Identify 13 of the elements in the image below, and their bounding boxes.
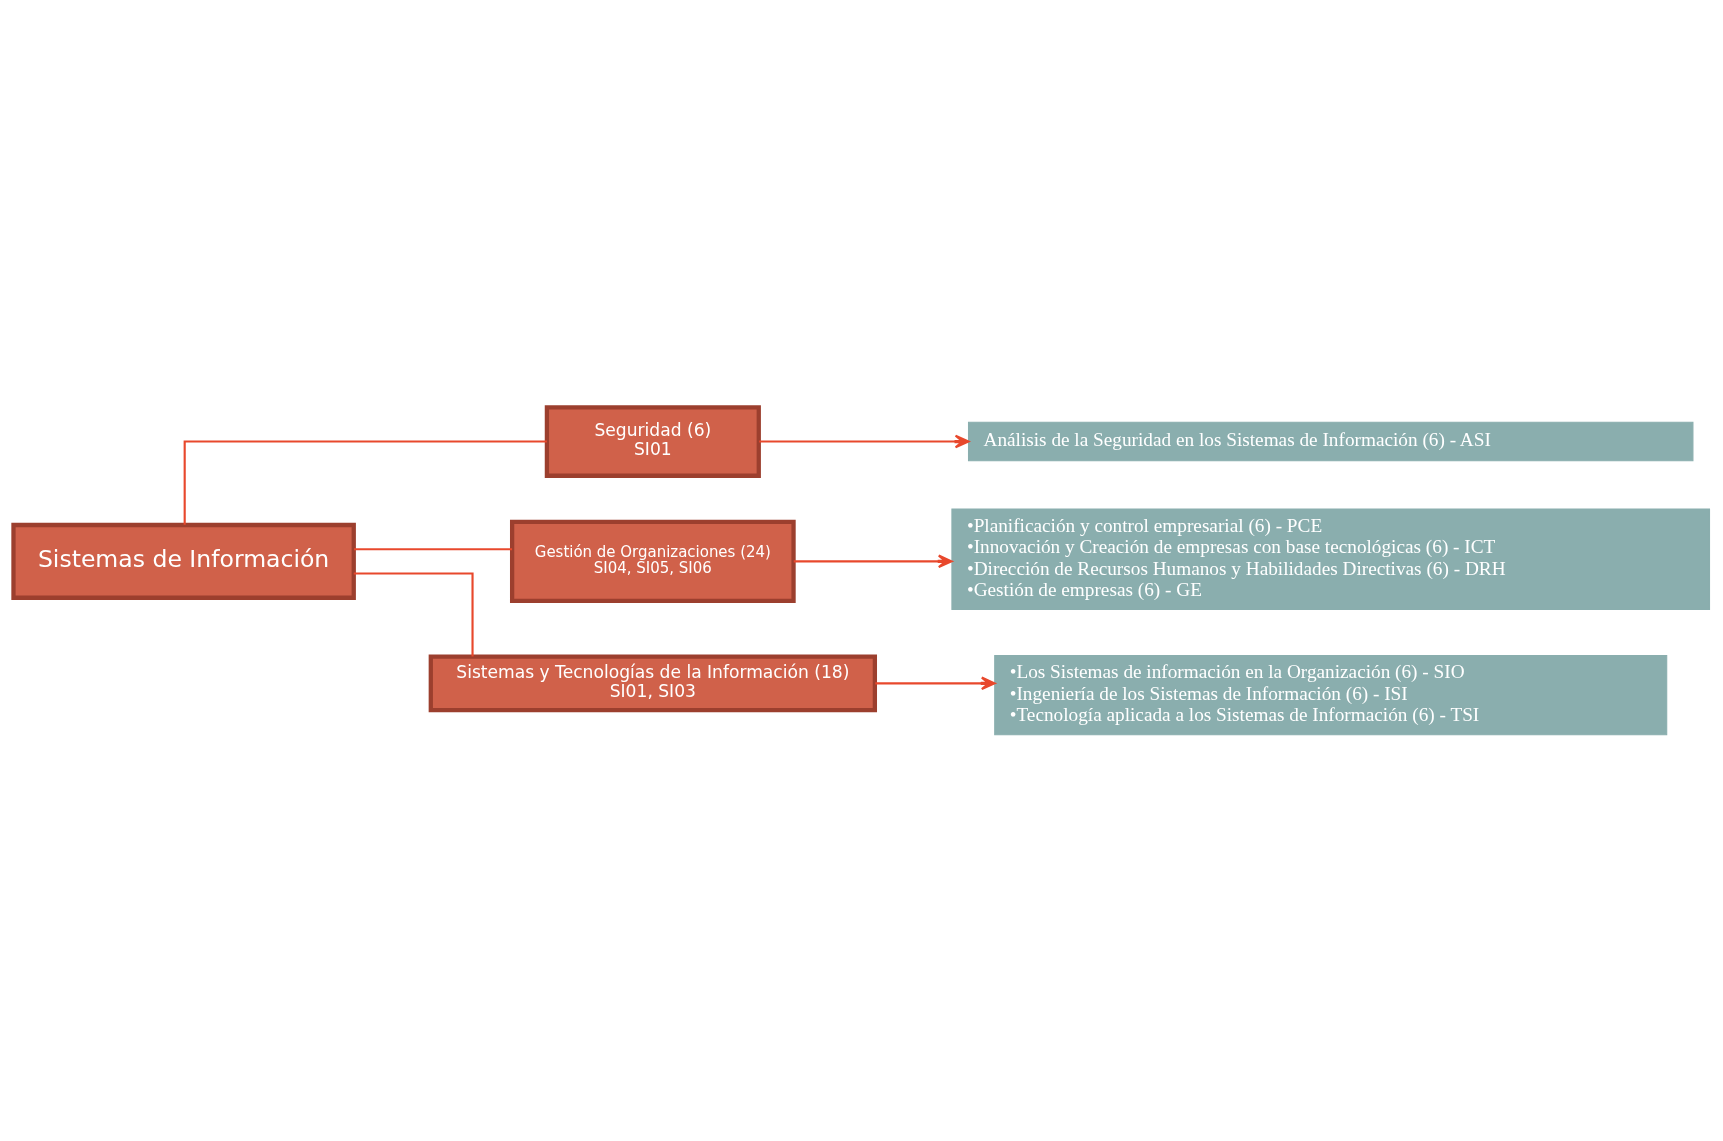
node-box: •Planificación y control empresarial (6) - PCE •Innovación y Creación de empresas con base tecnológicas (6) - ICT •Dirección de Recursos Humanos y Habilidades Directivas (6) - DRH •Gestión de empresas (6) - GE	[951, 507, 1711, 610]
node-box: •Los Sistemas de información en la Organización (6) - SIO •Ingeniería de los Sistemas de Información (6) - ISI •Tecnología aplicada a los Sistemas de Información (6) - TSI	[994, 654, 1668, 735]
node-box: Análisis de la Seguridad en los Sistemas de Información (6) - ASI	[967, 421, 1694, 461]
connector	[353, 571, 474, 656]
node-box: Sistemas y Tecnologías de la Información (18) SI01, SI03	[428, 653, 877, 712]
connector	[354, 547, 513, 550]
arrow	[793, 554, 953, 568]
node-box: Sistemas de Información	[11, 522, 356, 600]
connector	[183, 439, 547, 525]
node-box: Seguridad (6) SI01	[544, 404, 761, 478]
arrow	[875, 676, 996, 690]
node-box: Gestión de Organizaciones (24) SI04, SI05, SI06	[510, 519, 796, 603]
arrow	[759, 434, 970, 448]
